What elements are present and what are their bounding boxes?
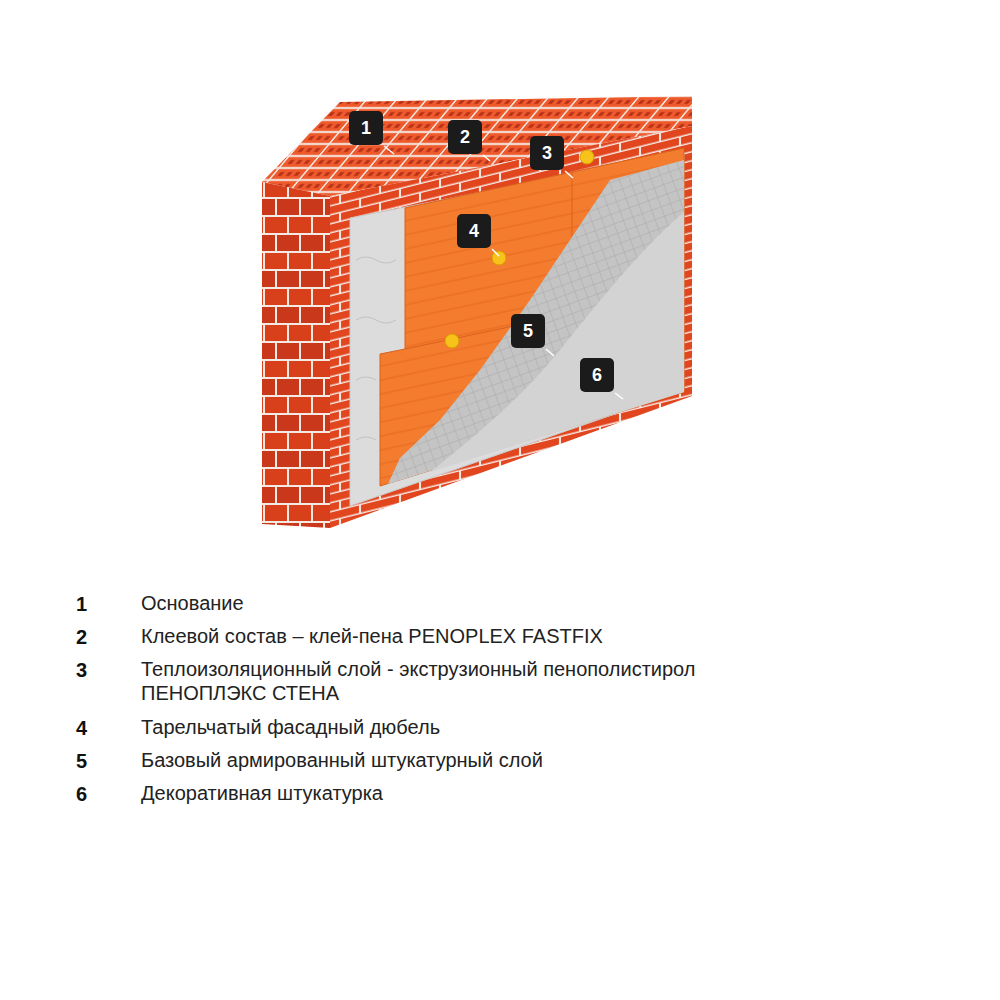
illustration-part <box>445 334 459 348</box>
callout-badge: 4 <box>457 214 491 248</box>
key-description: Тарельчатый фасадный дюбель <box>141 715 811 739</box>
illustration-part <box>565 171 573 178</box>
callout-badge: 1 <box>349 111 383 145</box>
illustration-part <box>356 257 396 263</box>
illustration-part <box>356 377 376 380</box>
illustration-part <box>492 249 499 256</box>
wall-side <box>262 182 330 528</box>
callout-number: 2 <box>460 127 470 147</box>
illustration-part <box>384 146 394 154</box>
illustration-part <box>492 251 506 265</box>
callout-badge: 3 <box>530 136 564 170</box>
brick-wall <box>262 96 692 528</box>
callout-badge: 5 <box>511 314 545 348</box>
insulation-board <box>380 148 684 486</box>
key-number: 2 <box>76 625 87 649</box>
callout-badge: 6 <box>580 358 614 392</box>
key-description: Клеевой состав – клей-пена PENOPLEX FAST… <box>141 624 811 648</box>
key-description: Основание <box>141 591 811 615</box>
callout-number: 1 <box>361 118 371 138</box>
facade-dowels <box>445 150 594 348</box>
key-description: Базовый армированный штукатурный слой <box>141 748 811 772</box>
callout-badge: 2 <box>448 120 482 154</box>
illustration-part <box>546 349 554 356</box>
decorative-plaster <box>430 212 684 472</box>
key-number: 4 <box>76 716 87 740</box>
callout-number: 4 <box>469 221 479 241</box>
leader-lines <box>384 146 623 399</box>
base-coat <box>388 160 684 484</box>
illustration-part <box>615 393 623 399</box>
callout-number: 6 <box>592 365 602 385</box>
illustration-part <box>356 317 396 323</box>
callout-number: 3 <box>542 143 552 163</box>
callout-number: 5 <box>523 321 533 341</box>
illustration-part <box>483 155 490 161</box>
key-number: 5 <box>76 749 87 773</box>
key-number: 1 <box>76 592 87 616</box>
illustration-part <box>356 437 376 440</box>
key-number: 6 <box>76 782 87 806</box>
key-description: Теплоизоляционный слой - экструзионный п… <box>141 657 811 705</box>
wall-front <box>330 126 692 528</box>
key-description: Декоративная штукатурка <box>141 781 811 805</box>
illustration-part <box>580 150 594 164</box>
key-number: 3 <box>76 658 87 682</box>
